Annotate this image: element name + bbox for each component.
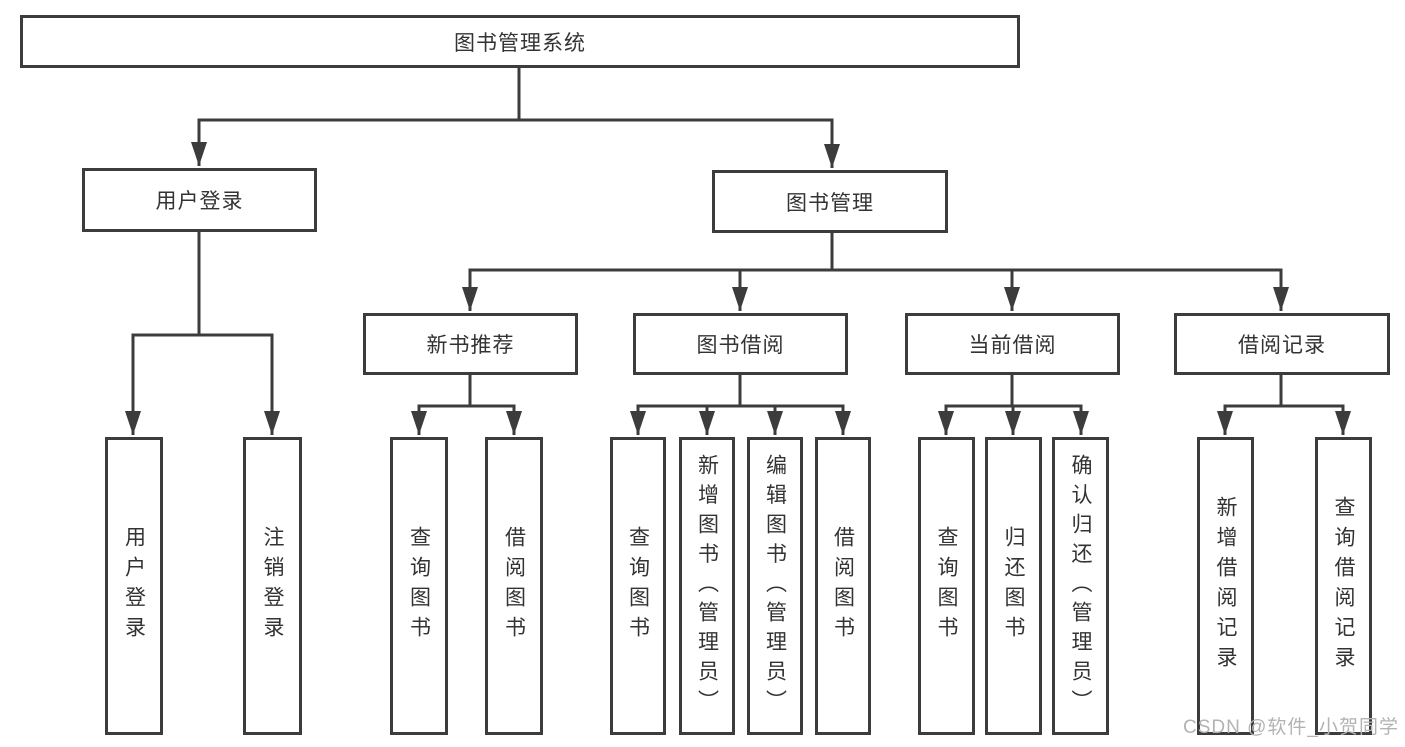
- leaf-logout: 注销登录: [243, 437, 302, 735]
- leaf-query-books-borrow: 查询图书: [610, 437, 666, 735]
- node-book-management: 图书管理: [712, 170, 948, 233]
- leaf-edit-book-admin-label: 编辑图书（管理员）: [763, 453, 787, 719]
- connector-book-management: [462, 231, 1289, 311]
- leaf-add-borrow-record: 新增借阅记录: [1197, 437, 1254, 735]
- leaf-return-books: 归还图书: [985, 437, 1042, 735]
- leaf-confirm-return-admin-label: 确认归还（管理员）: [1069, 453, 1092, 719]
- leaf-query-books-borrow-label: 查询图书: [626, 526, 650, 646]
- node-root-label: 图书管理系统: [454, 31, 586, 55]
- connector-current-borrow: [938, 373, 1089, 435]
- leaf-query-books-recommend: 查询图书: [390, 437, 448, 735]
- node-user-login-label: 用户登录: [155, 190, 244, 213]
- leaf-add-borrow-record-label: 新增借阅记录: [1214, 496, 1237, 676]
- leaf-query-borrow-record: 查询借阅记录: [1315, 437, 1372, 735]
- leaf-add-book-admin-label: 新增图书（管理员）: [695, 453, 719, 719]
- node-borrow-records-label: 借阅记录: [1238, 334, 1326, 357]
- node-book-management-label: 图书管理: [786, 191, 874, 215]
- connector-borrow-records: [1217, 373, 1351, 435]
- leaf-borrow-books-label: 借阅图书: [831, 526, 855, 646]
- node-user-login: 用户登录: [82, 168, 317, 232]
- node-borrow-records: 借阅记录: [1174, 313, 1390, 375]
- leaf-user-login-label: 用户登录: [122, 526, 146, 646]
- connector-book-borrow: [630, 373, 851, 435]
- leaf-edit-book-admin: 编辑图书（管理员）: [747, 437, 803, 735]
- leaf-query-books-current: 查询图书: [918, 437, 975, 735]
- leaf-borrow-books-recommend: 借阅图书: [485, 437, 543, 735]
- node-book-borrow-label: 图书借阅: [696, 334, 785, 357]
- node-current-borrow-label: 当前借阅: [968, 334, 1057, 357]
- connector-new-book-recommend: [411, 373, 522, 435]
- node-current-borrow: 当前借阅: [905, 313, 1120, 375]
- leaf-add-book-admin: 新增图书（管理员）: [679, 437, 735, 735]
- node-new-book-recommend-label: 新书推荐: [426, 334, 515, 357]
- leaf-confirm-return-admin: 确认归还（管理员）: [1052, 437, 1109, 735]
- leaf-user-login: 用户登录: [105, 437, 163, 735]
- leaf-borrow-books-recommend-label: 借阅图书: [502, 526, 526, 646]
- node-new-book-recommend: 新书推荐: [363, 313, 578, 375]
- connector-root: [191, 66, 840, 168]
- connector-user-login: [125, 230, 280, 435]
- leaf-borrow-books: 借阅图书: [815, 437, 871, 735]
- watermark: CSDN @软件_小贺同学: [1183, 717, 1399, 738]
- node-root: 图书管理系统: [20, 15, 1020, 68]
- leaf-query-books-current-label: 查询图书: [935, 526, 958, 646]
- leaf-query-books-recommend-label: 查询图书: [407, 526, 431, 646]
- node-book-borrow: 图书借阅: [633, 313, 848, 375]
- leaf-logout-label: 注销登录: [261, 526, 284, 646]
- leaf-return-books-label: 归还图书: [1002, 526, 1025, 646]
- leaf-query-borrow-record-label: 查询借阅记录: [1332, 496, 1355, 676]
